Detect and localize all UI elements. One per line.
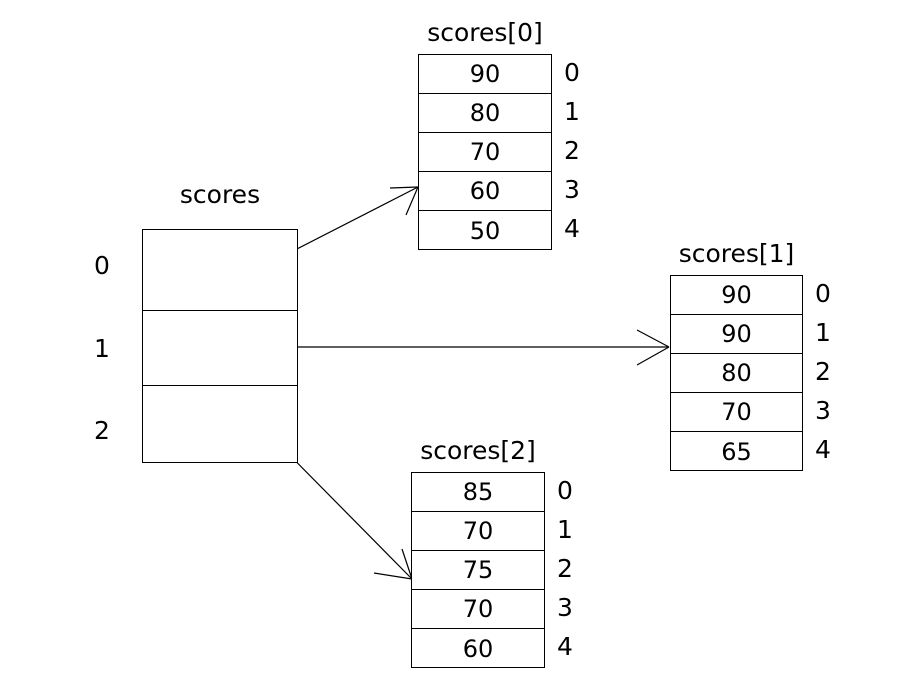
sub-array-0-cell-4[interactable]: 50 bbox=[469, 217, 501, 245]
sub-array-1-cell-2[interactable]: 80 bbox=[671, 354, 802, 393]
sub-array-0-index-4: 4 bbox=[564, 214, 580, 243]
sub-array-2-cell-1[interactable]: 70 bbox=[412, 512, 544, 551]
sub-array-2-index-3: 3 bbox=[557, 593, 573, 622]
sub-array-2-index-2: 2 bbox=[557, 554, 573, 583]
sub-array-0-index-3: 3 bbox=[564, 175, 580, 204]
sub-array-1-cell-4[interactable]: 65 bbox=[721, 438, 752, 466]
main-array-index-1: 1 bbox=[94, 334, 110, 363]
sub-array-1-cell-0[interactable]: 90 bbox=[671, 276, 802, 315]
sub-array-2-cell-4[interactable]: 60 bbox=[462, 635, 494, 663]
sub-array-0-cell-0[interactable]: 90 bbox=[419, 55, 551, 94]
sub-array-0-cell-2[interactable]: 70 bbox=[419, 133, 551, 172]
sub-array-1-cell-1[interactable]: 90 bbox=[671, 315, 802, 354]
main-array-index-2: 2 bbox=[94, 416, 110, 445]
sub-array-2-title: scores[2] bbox=[420, 436, 536, 465]
sub-array-2-index-4: 4 bbox=[557, 632, 573, 661]
sub-array-1-index-0: 0 bbox=[815, 279, 831, 308]
sub-array-1-index-1: 1 bbox=[815, 318, 831, 347]
main-array-box bbox=[142, 229, 298, 463]
sub-array-1-index-3: 3 bbox=[815, 396, 831, 425]
sub-array-0-title: scores[0] bbox=[427, 18, 543, 47]
sub-array-1-index-2: 2 bbox=[815, 357, 831, 386]
sub-array-2-cell-3[interactable]: 70 bbox=[412, 590, 544, 629]
sub-array-2-index-0: 0 bbox=[557, 476, 573, 505]
sub-array-1-index-4: 4 bbox=[815, 435, 831, 464]
sub-array-0-index-2: 2 bbox=[564, 136, 580, 165]
pointer-row-1-to-scores1 bbox=[251, 329, 670, 366]
sub-array-1-box: 90 90 80 70 65 bbox=[670, 275, 803, 471]
sub-array-2-cell-2[interactable]: 75 bbox=[412, 551, 544, 590]
sub-array-0-cell-3[interactable]: 60 bbox=[419, 172, 551, 211]
sub-array-2-box: 85 70 75 70 60 bbox=[411, 472, 545, 668]
sub-array-2-index-1: 1 bbox=[557, 515, 573, 544]
sub-array-1-title: scores[1] bbox=[678, 239, 795, 268]
main-array-title: scores bbox=[179, 180, 261, 209]
sub-array-0-index-1: 1 bbox=[564, 97, 580, 126]
sub-array-2-cell-0[interactable]: 85 bbox=[412, 473, 544, 512]
main-array-cell-0[interactable] bbox=[143, 230, 297, 311]
sub-array-0-cell-1[interactable]: 80 bbox=[419, 94, 551, 133]
main-array-cell-2[interactable] bbox=[143, 386, 297, 462]
sub-array-0-box: 90 80 70 60 50 bbox=[418, 54, 552, 250]
sub-array-1-cell-3[interactable]: 70 bbox=[671, 393, 802, 432]
main-array-cell-1[interactable] bbox=[143, 311, 297, 386]
sub-array-0-index-0: 0 bbox=[564, 58, 580, 87]
main-array-index-0: 0 bbox=[94, 251, 110, 280]
